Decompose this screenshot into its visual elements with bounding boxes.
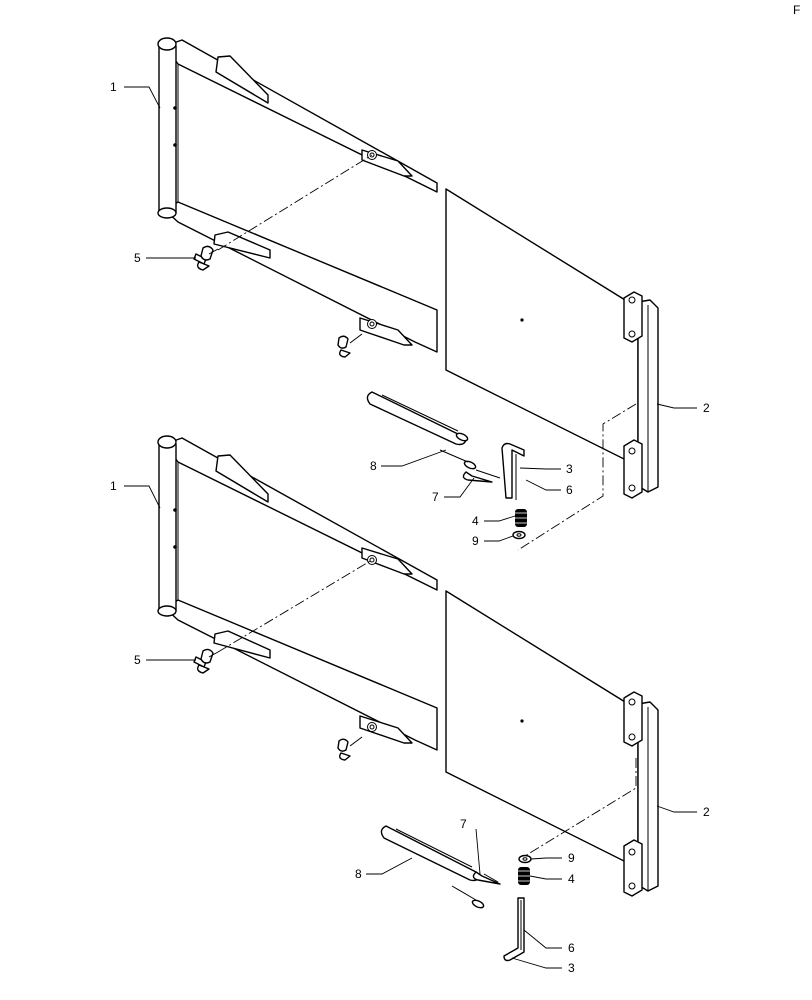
callout-9-lower: 9 (568, 851, 575, 865)
side-panel-part-2-lower (445, 590, 659, 897)
hinge-tab-bottom-lower (623, 839, 643, 897)
spring-part-4-lower (518, 867, 530, 885)
callout-1-lower: 1 (110, 479, 117, 493)
hinge-tab-bottom (623, 439, 643, 499)
callout-7-upper: 7 (432, 490, 439, 504)
callout-9-upper: 9 (472, 534, 479, 548)
l-pin-part-3-upper (501, 442, 525, 500)
frame-part-1-lower (157, 435, 438, 751)
callout-2-lower: 2 (703, 805, 710, 819)
callout-7-lower: 7 (460, 817, 467, 831)
callout-2-upper: 2 (703, 401, 710, 415)
l-pin-part-3-lower (503, 897, 525, 962)
lanyard-part-8-lower (380, 825, 485, 909)
lower-assembly: 1 5 2 7 9 8 4 6 3 (110, 435, 710, 975)
wing-bolt-part-5-lower-b (337, 736, 363, 761)
washer-part-9-lower (518, 854, 532, 864)
hinge-tab-top-lower (623, 691, 643, 747)
spring-part-4-upper (515, 509, 527, 527)
frame-part-1-upper (157, 37, 438, 353)
lanyard-part-8-upper (366, 391, 477, 470)
wing-bolt-part-5-upper-a (193, 245, 219, 271)
callout-1-upper: 1 (110, 80, 117, 94)
hinge-tab-top (623, 291, 643, 343)
callout-6-lower: 6 (568, 941, 575, 955)
washer-part-9-upper (512, 530, 526, 540)
callout-4-upper: 4 (472, 514, 479, 528)
wing-bolt-part-5-upper-b (337, 333, 363, 358)
callout-8-upper: 8 (370, 459, 377, 473)
wing-bolt-part-5-lower-a (193, 648, 219, 674)
callout-6-upper: 6 (566, 483, 573, 497)
corner-mark: F (793, 3, 800, 17)
callout-8-lower: 8 (355, 867, 362, 881)
callout-3-upper: 3 (566, 462, 573, 476)
hair-pin-part-7-upper (462, 469, 501, 483)
callout-4-lower: 4 (568, 872, 575, 886)
hair-pin-part-7-lower (472, 871, 501, 885)
upper-assembly: 1 5 2 8 3 6 7 4 9 (110, 37, 710, 551)
callout-5-upper: 5 (134, 251, 141, 265)
side-panel-part-2-upper (445, 188, 659, 551)
callout-3-lower: 3 (568, 961, 575, 975)
callout-5-lower: 5 (134, 653, 141, 667)
